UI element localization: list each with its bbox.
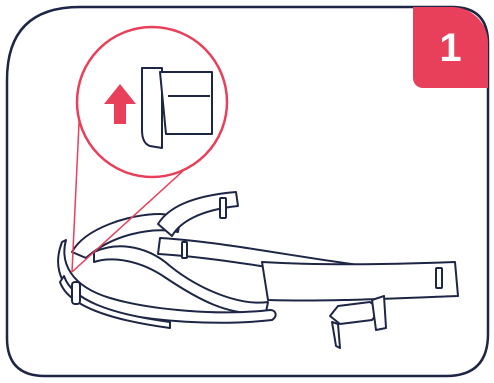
inner-curve	[93, 245, 269, 315]
visor-pin	[71, 281, 81, 305]
zoom-connector-left	[71, 101, 81, 273]
buckle-tab	[371, 295, 387, 331]
headband-illustration	[57, 191, 459, 349]
band-detail	[159, 71, 213, 135]
clip-detail	[141, 67, 163, 149]
right-strap-end	[261, 261, 459, 302]
right-strap-back	[157, 191, 239, 237]
strap-slot-back	[219, 197, 227, 219]
strap-slot-right	[435, 267, 443, 289]
panel-frame	[5, 5, 490, 378]
buckle-clip	[331, 321, 341, 349]
arrow-up-icon	[104, 84, 136, 124]
step-number: 1	[439, 25, 462, 70]
zoom-detail	[141, 67, 213, 149]
strap-slot-middle	[181, 241, 188, 259]
step-number-badge: 1	[413, 7, 488, 88]
